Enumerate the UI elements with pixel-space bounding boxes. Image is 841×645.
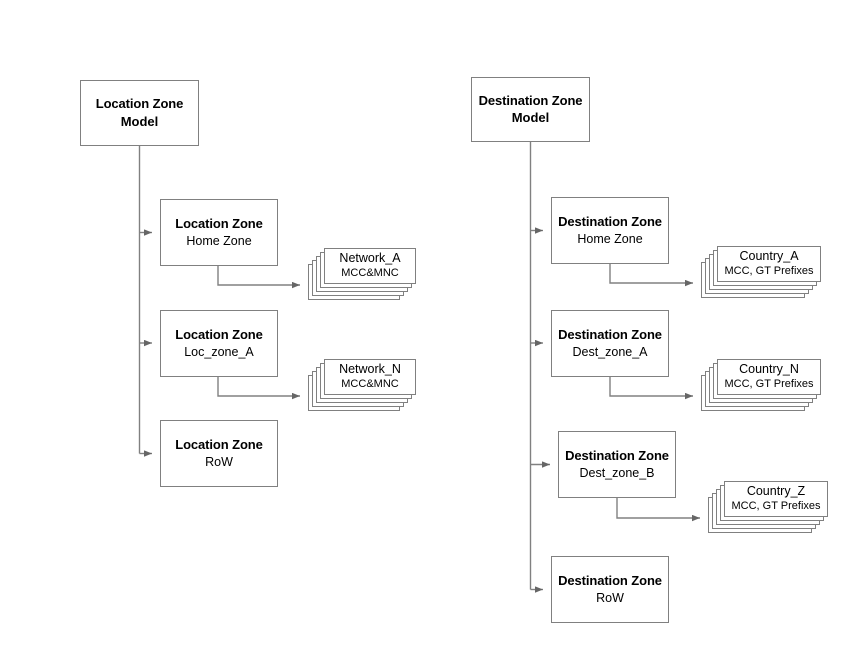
stack-country-a[interactable]: Country_A MCC, GT Prefixes [701,246,823,308]
stack-title: Network_A [339,251,401,266]
node-destination-zone-model[interactable]: Destination Zone Model [471,77,590,142]
node-destination-zone-home-zone[interactable]: Destination Zone Home Zone [551,197,669,264]
stack-subtitle: MCC, GT Prefixes [724,265,814,278]
wire-left-leaf-1 [217,266,300,289]
stack-title: Network_N [339,362,401,377]
stack-subtitle: MCC&MNC [341,267,399,280]
node-destination-zone-row[interactable]: Destination Zone RoW [551,556,669,623]
stack-layer-front[interactable]: Network_A MCC&MNC [324,248,416,284]
stack-country-n[interactable]: Country_N MCC, GT Prefixes [701,359,823,421]
node-title: Destination Zone [558,572,662,588]
node-location-zone-home-zone[interactable]: Location Zone Home Zone [160,199,278,266]
stack-subtitle: MCC, GT Prefixes [724,378,814,391]
stack-title: Country_A [739,249,799,264]
node-location-zone-loc-zone-a[interactable]: Location Zone Loc_zone_A [160,310,278,377]
stack-layer-front[interactable]: Country_Z MCC, GT Prefixes [724,481,828,517]
node-subtitle: Model [511,110,550,125]
stack-layer-front[interactable]: Country_A MCC, GT Prefixes [717,246,821,282]
node-title: Location Zone [175,326,263,342]
stack-title: Country_N [739,362,799,377]
node-location-zone-model[interactable]: Location Zone Model [80,80,199,146]
node-subtitle: Dest_zone_A [572,344,648,359]
node-destination-zone-dest-zone-b[interactable]: Destination Zone Dest_zone_B [558,431,676,498]
node-destination-zone-dest-zone-a[interactable]: Destination Zone Dest_zone_A [551,310,669,377]
node-subtitle: Home Zone [186,233,252,248]
node-title: Location Zone [95,96,184,112]
node-subtitle: RoW [205,454,233,469]
node-title: Location Zone [175,215,263,231]
wire-right-leaf-2 [609,377,693,400]
node-title: Destination Zone [478,92,583,108]
stack-layer-front[interactable]: Country_N MCC, GT Prefixes [717,359,821,395]
node-title: Destination Zone [558,326,662,342]
node-subtitle: RoW [596,590,624,605]
node-location-zone-row[interactable]: Location Zone RoW [160,420,278,487]
wire-left-leaf-2 [217,377,300,400]
stack-network-n[interactable]: Network_N MCC&MNC [308,359,416,421]
node-subtitle: Home Zone [577,231,643,246]
stack-layer-front[interactable]: Network_N MCC&MNC [324,359,416,395]
wire-right-leaf-3 [616,498,700,522]
stack-subtitle: MCC, GT Prefixes [731,500,821,513]
node-subtitle: Loc_zone_A [184,344,254,359]
stack-title: Country_Z [746,484,806,499]
stack-network-a[interactable]: Network_A MCC&MNC [308,248,416,310]
node-title: Destination Zone [565,447,669,463]
node-subtitle: Model [120,113,159,129]
node-subtitle: Dest_zone_B [579,465,655,480]
node-title: Destination Zone [558,213,662,229]
wire-right-leaf-1 [609,264,693,287]
node-title: Location Zone [175,436,263,452]
stack-subtitle: MCC&MNC [341,378,399,391]
stack-country-z[interactable]: Country_Z MCC, GT Prefixes [708,481,830,543]
